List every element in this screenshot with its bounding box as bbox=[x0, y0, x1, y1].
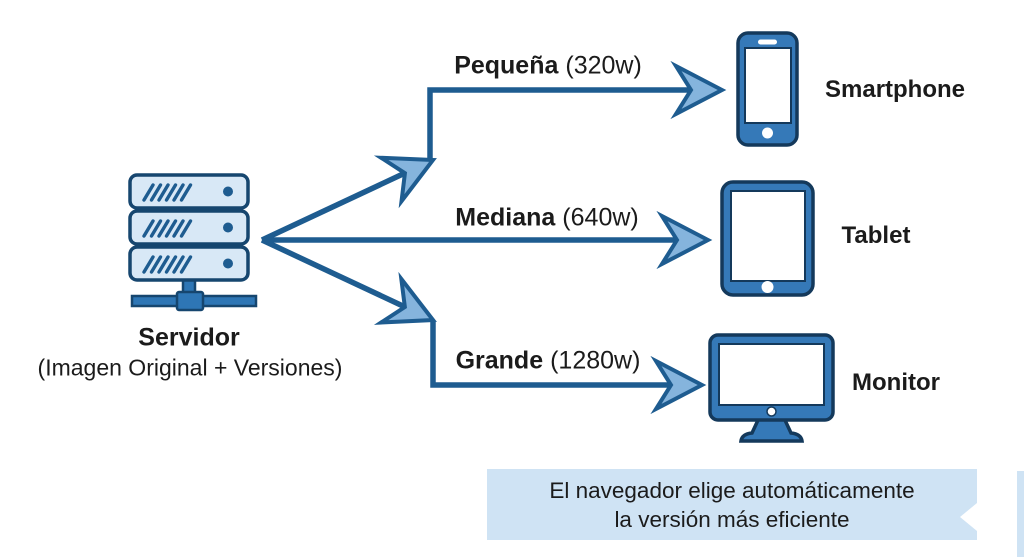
monitor-label: Monitor bbox=[852, 369, 940, 396]
monitor-icon bbox=[708, 333, 835, 443]
edge-decoration bbox=[1017, 471, 1024, 557]
label-small-size: (320w) bbox=[565, 51, 642, 80]
note-notch bbox=[960, 503, 977, 531]
server-icon bbox=[128, 173, 258, 312]
server-sublabel: (Imagen Original + Versiones) bbox=[37, 354, 343, 381]
smartphone-icon bbox=[736, 31, 799, 147]
arrow-small-branch bbox=[260, 60, 727, 243]
label-small-name: Pequeña bbox=[454, 51, 559, 80]
note-box: El navegador elige automáticamente la ve… bbox=[487, 469, 977, 540]
tablet-icon bbox=[720, 180, 815, 297]
arrow-large-branch bbox=[260, 237, 707, 415]
label-large-name: Grande bbox=[455, 346, 544, 375]
label-medium-name: Mediana bbox=[455, 203, 556, 232]
label-large-size: (1280w) bbox=[550, 346, 641, 375]
arrow-medium-branch bbox=[262, 210, 713, 270]
label-small-version: Pequeña(320w) bbox=[454, 52, 642, 81]
label-large-version: Grande(1280w) bbox=[456, 347, 641, 376]
smartphone-label: Smartphone bbox=[824, 76, 966, 103]
tablet-label: Tablet bbox=[841, 222, 911, 249]
note-line-2: la versión más eficiente bbox=[614, 506, 850, 532]
label-medium-size: (640w) bbox=[562, 203, 639, 232]
server-label: Servidor bbox=[138, 323, 240, 352]
note-line-1: El navegador elige automáticamente bbox=[549, 477, 915, 503]
label-medium-version: Mediana(640w) bbox=[455, 204, 638, 233]
